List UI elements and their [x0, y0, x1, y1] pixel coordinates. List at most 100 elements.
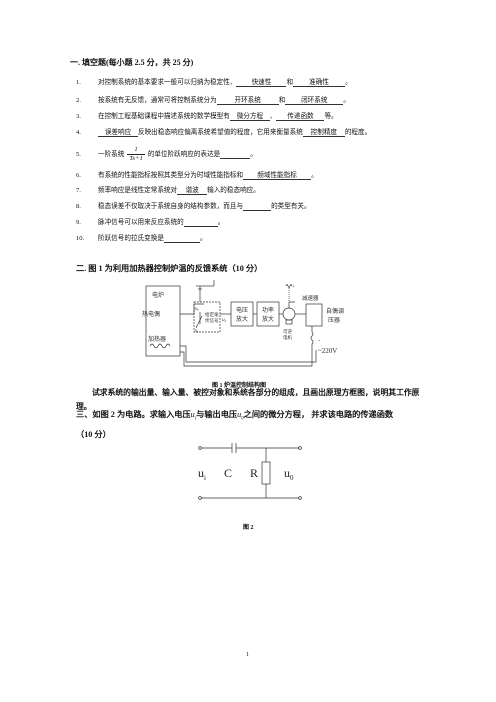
question-text: 。: [199, 235, 207, 242]
question-text: 。: [250, 151, 257, 159]
fraction-denominator: Ts+1: [129, 155, 143, 162]
figure1-caption: 图 1 炉温控制结构图: [212, 383, 267, 389]
answer-blank: 谐波: [177, 184, 208, 195]
question-2: 2.按系统有无反馈，通常可将控制系统分为开环系统和闭环系统。: [76, 94, 350, 105]
question-8: 8. 稳态误差不仅取决于系统自身的结构参数，而且与 的类型有关。: [76, 200, 311, 211]
question-text: 和: [286, 79, 294, 86]
question-text: 等。: [324, 113, 338, 120]
question-text: 对控制系统的基本要求一般可以归纳为稳定性、: [98, 79, 237, 86]
question-number: 4.: [76, 129, 81, 136]
question-number: 3.: [76, 113, 81, 120]
answer-blank: 传递函数: [276, 110, 325, 121]
question-number: 1.: [76, 79, 81, 86]
question-3: 3.在控制工程基础课程中描述系统的数学模型有微分方程、传递函数等。: [76, 110, 338, 121]
question-number: 9.: [76, 219, 81, 226]
power-amplifier-label-1: 功率: [262, 306, 274, 314]
question-text: 。: [217, 219, 225, 226]
question-1: 1. 对控制系统的基本要求一般可以归纳为稳定性、快速性和准确性。: [76, 76, 352, 87]
question-text: 频率响应是线性定常系统对: [98, 187, 178, 194]
question-text: 。: [311, 172, 318, 179]
answer-blank: 闭环系统: [285, 94, 344, 105]
question-text: 阶跃信号的拉氏变换是: [98, 235, 164, 242]
section2-question: 试求系统的输出量、输入量、被控对象和系统各部分的组成，且画出原理方框图，说明其工…: [76, 388, 420, 411]
question-text: 一阶系统: [98, 151, 125, 159]
question-text: 的单位阶跃响应的表达是: [147, 151, 221, 159]
question-text: 和: [278, 97, 286, 104]
section3-title-text: 三、如图 2 为电路。求输入电压: [76, 410, 191, 419]
autotransformer-label-1: 自偶调: [326, 307, 344, 315]
autotransformer-label-2: 压器: [328, 317, 340, 324]
fraction-numerator: 1: [127, 146, 145, 155]
question-text: 输入的稳态响应。: [207, 187, 260, 194]
question-6: 6. 有系统的性能指标按照其类型分为时域性能指标和频域性能指标。: [76, 169, 318, 180]
question-9: 9. 脉冲信号可以用来反应系统的 。: [76, 216, 224, 227]
motor-label-2: 电机: [283, 334, 292, 341]
question-text: 的程度。: [344, 129, 372, 136]
plus-sign: +: [292, 285, 295, 290]
uf-label: uf: [195, 307, 200, 312]
furnace-label: 电炉: [152, 291, 164, 299]
heater-coil: [149, 343, 171, 349]
setpoint-label-1: 给定毫: [205, 311, 219, 318]
furnace-control-diagram: 电炉 热电偶 加热器 uf ur 给定毫 伏信号 ue 电压 放大 功率 放大 …: [142, 280, 348, 367]
resistor-icon: [261, 461, 271, 485]
rc-circuit-diagram: ui C R u0: [198, 443, 302, 500]
answer-blank: 准确性: [293, 76, 346, 87]
answer-blank: 微分方程: [229, 110, 270, 121]
question-text: 反映出稳态响应偏离系统希望值的程度，它用来衡量系统: [138, 129, 303, 136]
question-text: 。: [343, 97, 350, 104]
reducer-box: [305, 303, 323, 327]
question-number: 10.: [76, 235, 85, 242]
answer-blank: 控制精度: [302, 126, 345, 137]
voltage-label: ~220V: [318, 347, 337, 355]
section3-score: （10 分）: [76, 430, 111, 439]
question-text: 按系统有无反馈，通常可将控制系统分为: [98, 97, 217, 104]
question-number: 8.: [76, 203, 81, 210]
motor-icon: [282, 307, 296, 321]
question-text: 的类型有关。: [271, 203, 311, 210]
section3-title-text: 之间的微分方程， 并求该电路的传递函数: [243, 410, 394, 419]
autotransformer-area: [324, 304, 348, 330]
resistor-label: R: [250, 466, 258, 480]
section1-title: 一. 填空题(每小题 2.5 分，共 25 分): [70, 58, 194, 67]
section3-title-text: 与输出电压: [196, 410, 238, 419]
ue-label: ue: [222, 317, 227, 323]
thermocouple-wire: [180, 303, 204, 315]
input-voltage-label: ui: [198, 466, 206, 482]
question-text: 有系统的性能指标按照其类型分为时域性能指标和: [98, 172, 244, 179]
voltage-amplifier-label-1: 电压: [236, 306, 248, 314]
question-number: 6.: [76, 172, 81, 179]
motor-label-1: 可逆: [283, 328, 292, 335]
question-text: 、: [269, 113, 277, 120]
section2-title: 二. 图 1 为利用加热器控制炉温的反馈系统（10 分）: [76, 264, 263, 273]
answer-blank: 快速性: [236, 76, 287, 87]
output-voltage-label: u0: [284, 466, 294, 482]
page-number: 1: [246, 652, 249, 658]
output-terminal: [298, 496, 302, 500]
pot-arrow: [195, 315, 203, 329]
question-text: 脉冲信号可以用来反应系统的: [98, 219, 184, 226]
question-text: 稳态误差不仅取决于系统自身的结构参数，而且与: [98, 203, 244, 210]
question-number: 2.: [76, 97, 81, 104]
figure2-caption: 图 2: [243, 525, 254, 531]
answer-blank: 频域性能指标: [243, 169, 312, 180]
ur-label: ur: [195, 329, 200, 334]
motor-base: [285, 319, 293, 325]
power-wire: [180, 350, 313, 367]
section3-title: 三、如图 2 为电路。求输入电压ui与输出电压u0之间的微分方程， 并求该电路的…: [76, 408, 393, 422]
power-amplifier-label-2: 放大: [262, 315, 274, 323]
input-terminal: [198, 496, 202, 500]
question-text: 。: [345, 79, 352, 86]
question-number: 5.: [76, 151, 81, 159]
supply-minus: -: [318, 338, 320, 344]
transformer-coil: [310, 326, 314, 350]
reducer-label: 减速器: [302, 294, 319, 302]
question-10: 10. 阶跃信号的拉氏变换是 。: [76, 232, 207, 243]
heater-label: 加热器: [148, 335, 166, 343]
power-wire: [180, 345, 317, 363]
question-number: 7.: [76, 187, 81, 194]
question-7: 7. 频率响应是线性定常系统对谐波输入的稳态响应。: [76, 184, 260, 195]
question-4: 4.误差响应反映出稳态响应偏离系统希望值的程度，它用来衡量系统控制精度的程度。: [76, 126, 371, 137]
